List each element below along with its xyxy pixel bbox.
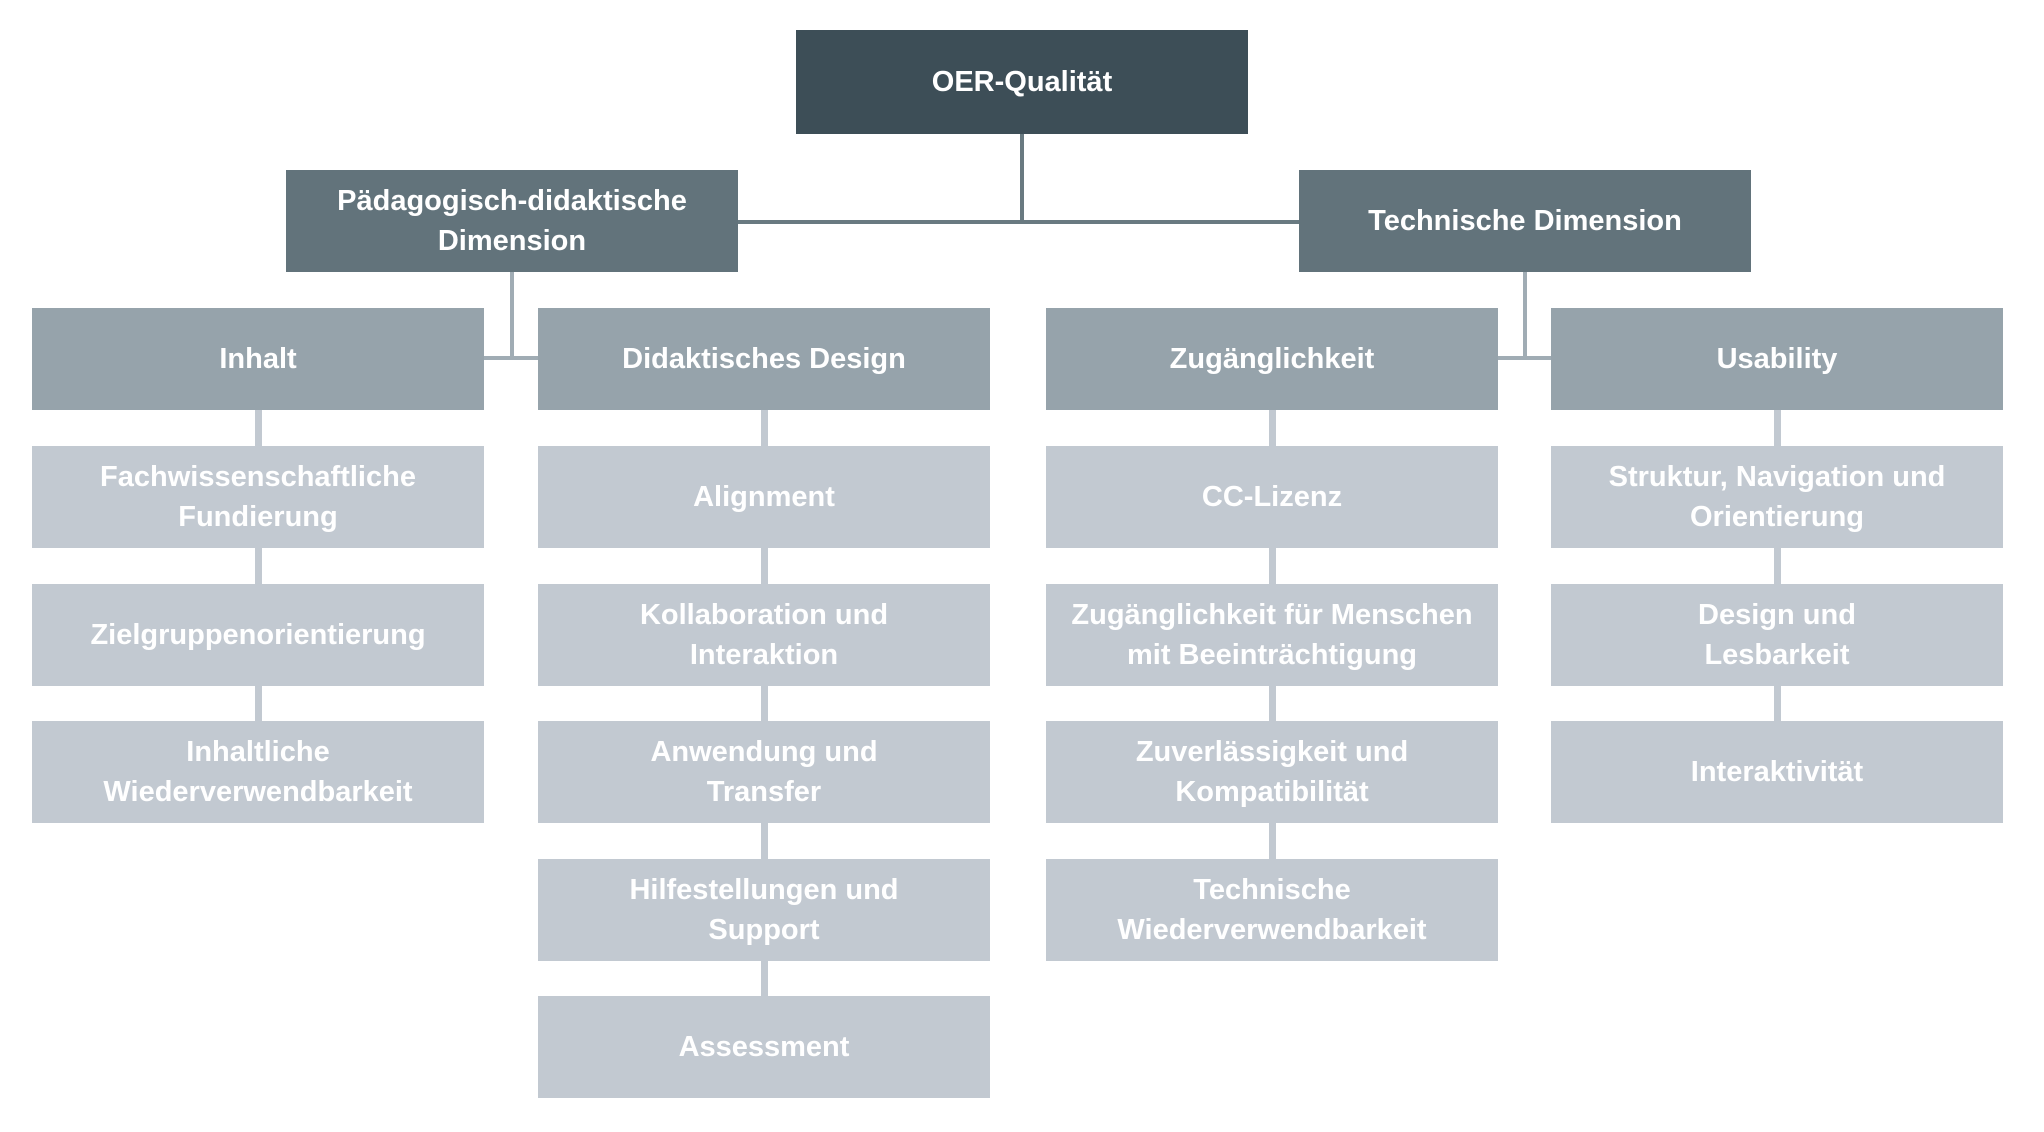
item-interaktivitaet: Interaktivität [1551,721,2003,823]
connector-column-stub [1269,686,1276,721]
item-zuverlaessigkeit-und-kompatibilitaet: Zuverlässigkeit und Kompatibilität [1046,721,1498,823]
item-fachwissenschaftliche-fundierung: Fachwissenschaftliche Fundierung [32,446,484,548]
item-inhaltliche-wiederverwendbarkeit: Inhaltliche Wiederverwendbarkeit [32,721,484,823]
item-kollaboration-und-interaktion: Kollaboration und Interaktion [538,584,990,686]
connector-column-stub [761,823,768,859]
connector-column-stub [761,410,768,446]
item-cc-lizenz: CC-Lizenz [1046,446,1498,548]
header-usability-box: Usability [1551,308,2003,410]
connector-technisch-vertical [1523,272,1527,360]
connector-column-stub [1269,548,1276,584]
header-inhalt-box: Inhalt [32,308,484,410]
connector-paedagogisch-vertical [510,272,514,360]
connector-column-stub [761,548,768,584]
item-design-und-lesbarkeit: Design und Lesbarkeit [1551,584,2003,686]
connector-column-stub [1269,823,1276,859]
item-struktur-navigation-orientierung: Struktur, Navigation und Orientierung [1551,446,2003,548]
header-didaktisches-design-box: Didaktisches Design [538,308,990,410]
oer-qualitaet-box: OER-Qualität [796,30,1248,134]
connector-column-stub [761,961,768,996]
header-zugaenglichkeit-box: Zugänglichkeit [1046,308,1498,410]
item-anwendung-und-transfer: Anwendung und Transfer [538,721,990,823]
connector-root-horizontal [738,220,1299,224]
item-zugaenglichkeit-fuer-menschen: Zugänglichkeit für Menschen mit Beeinträ… [1046,584,1498,686]
item-zielgruppenorientierung: Zielgruppenorientierung [32,584,484,686]
connector-column-stub [255,686,262,721]
item-technische-wiederverwendbarkeit: Technische Wiederverwendbarkeit [1046,859,1498,961]
item-assessment: Assessment [538,996,990,1098]
dimension-paedagogisch-box: Pädagogisch-didaktische Dimension [286,170,738,272]
connector-column-stub [1774,410,1781,446]
connector-root-vertical [1020,134,1024,224]
item-hilfestellungen-und-support: Hilfestellungen und Support [538,859,990,961]
connector-technisch-horizontal [1498,356,1551,360]
connector-paedagogisch-horizontal [484,356,538,360]
connector-column-stub [761,686,768,721]
connector-column-stub [1774,686,1781,721]
connector-column-stub [1774,548,1781,584]
connector-column-stub [1269,410,1276,446]
connector-column-stub [255,410,262,446]
dimension-technisch-box: Technische Dimension [1299,170,1751,272]
item-alignment: Alignment [538,446,990,548]
connector-column-stub [255,548,262,584]
